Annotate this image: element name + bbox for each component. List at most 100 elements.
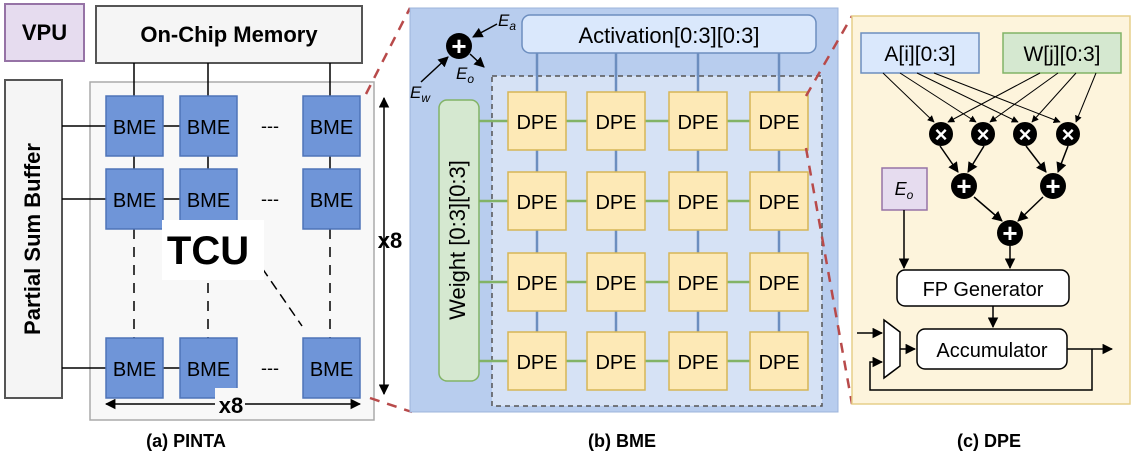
tcu-label: TCU — [167, 229, 249, 273]
weight-label: Weight [0:3][0:3] — [445, 160, 470, 320]
zoom-line-bc-top — [804, 15, 854, 97]
multiplier-nodes: × × × × — [929, 122, 1080, 147]
w-input-label: W[j][0:3] — [1023, 43, 1100, 66]
multiplier-sign: × — [1062, 122, 1075, 147]
tcu-label-bg — [162, 220, 264, 280]
mux — [883, 318, 901, 380]
multiplier-node — [1013, 122, 1037, 146]
multiplier-node — [929, 122, 953, 146]
dpe-label: DPE — [758, 112, 799, 134]
bme-label: BME — [187, 117, 230, 139]
svg-text:+: + — [956, 171, 971, 201]
vpu-label: VPU — [22, 20, 67, 45]
adder-l1-b — [1040, 173, 1066, 199]
weight-box — [438, 99, 480, 382]
dpe-label: DPE — [595, 112, 636, 134]
bme-label: BME — [187, 190, 230, 212]
row-ellipsis: --- — [261, 116, 279, 136]
bme-label: BME — [310, 117, 353, 139]
partial-sum-buffer-box — [4, 79, 63, 399]
dpe-cell — [749, 91, 809, 151]
multiplier-sign: × — [977, 122, 990, 147]
dpe-cell — [749, 171, 809, 231]
a-input-label: A[i][0:3] — [884, 43, 955, 66]
dpe-label: DPE — [677, 112, 718, 134]
bme-label: BME — [187, 359, 230, 381]
dpe-label: DPE — [595, 352, 636, 374]
dpe-cell — [507, 252, 567, 312]
dpe-label: DPE — [595, 273, 636, 295]
bme-label: BME — [113, 117, 156, 139]
adder-l1-a — [951, 173, 977, 199]
zoom-line-ab-top — [364, 7, 412, 95]
adder-l2 — [997, 220, 1023, 246]
dpe-label: DPE — [516, 112, 557, 134]
caption-b: (b) BME — [588, 431, 656, 451]
dpe-grid: DPE DPE DPE DPE DPE DPE DPE DPE DPE DPE DPE DPE DPE D… — [507, 91, 809, 391]
row-ellipsis: --- — [261, 189, 279, 209]
zoom-line-bc-bottom — [804, 147, 854, 405]
dpe-label: DPE — [677, 352, 718, 374]
adder-node — [446, 33, 472, 59]
dpe-label: DPE — [758, 273, 799, 295]
svg-text:+: + — [1002, 218, 1017, 248]
partial-sum-buffer-label: Partial Sum Buffer — [20, 143, 45, 335]
activation-label: Activation[0:3][0:3] — [579, 23, 760, 48]
multiplier-node — [971, 122, 995, 146]
multiplier-sign: × — [1019, 122, 1032, 147]
multiplier-node — [1056, 122, 1080, 146]
dpe-label: DPE — [595, 192, 636, 214]
dpe-cell — [668, 331, 728, 391]
panel-c: A[i][0:3] W[j][0:3] ×××× + + + Eo FP G — [851, 15, 1131, 451]
fp-generator-box — [896, 269, 1070, 307]
dpe-label: DPE — [516, 192, 557, 214]
dpe-cell — [749, 331, 809, 391]
eo-input-label: Eo — [895, 179, 914, 202]
row-ellipsis: --- — [261, 358, 279, 378]
caption-a: (a) PINTA — [146, 431, 226, 451]
dpe-cell — [507, 171, 567, 231]
bme-cell — [105, 95, 164, 157]
caption-c: (c) DPE — [957, 431, 1021, 451]
cols-label-bg — [215, 390, 245, 418]
rows-count-label: x8 — [378, 228, 402, 253]
multiplier-sign: × — [935, 122, 948, 147]
bme-cell — [179, 168, 238, 230]
w-input-box — [1002, 32, 1122, 74]
bme-cell — [302, 337, 361, 399]
bme-cell — [105, 337, 164, 399]
ea-label: Ea — [498, 11, 516, 33]
accumulator-label: Accumulator — [936, 340, 1047, 362]
fp-generator-label: FP Generator — [923, 279, 1044, 301]
bme-cell — [179, 95, 238, 157]
dpe-cell — [586, 331, 646, 391]
adder-sign: + — [451, 31, 466, 61]
panel-a: VPU On-Chip Memory Partial Sum Buffer BM… — [4, 3, 402, 451]
dpe-cell — [668, 252, 728, 312]
bme-cell — [105, 168, 164, 230]
dpe-cell — [507, 91, 567, 151]
activation-box — [521, 14, 817, 54]
on-chip-memory-box — [95, 5, 363, 64]
vpu-box — [4, 3, 85, 62]
dpe-cell — [586, 91, 646, 151]
zoom-line-ab-bottom — [369, 396, 413, 414]
panel-b: + Ea Eo Ew Activation[0:3][0:3] Weight [… — [409, 7, 839, 451]
dpe-label: DPE — [516, 273, 557, 295]
a-input-box — [860, 32, 980, 74]
dpe-cell — [668, 171, 728, 231]
dpe-cell — [749, 252, 809, 312]
dpe-label: DPE — [516, 352, 557, 374]
dpe-cell — [586, 171, 646, 231]
bme-label: BME — [310, 359, 353, 381]
dpe-cell — [668, 91, 728, 151]
on-chip-memory-label: On-Chip Memory — [140, 22, 318, 47]
dpe-cell — [586, 252, 646, 312]
dpe-cell — [507, 331, 567, 391]
dpe-label: DPE — [758, 192, 799, 214]
dpe-label: DPE — [677, 273, 718, 295]
bme-cell — [302, 168, 361, 230]
dpe-label: DPE — [677, 192, 718, 214]
